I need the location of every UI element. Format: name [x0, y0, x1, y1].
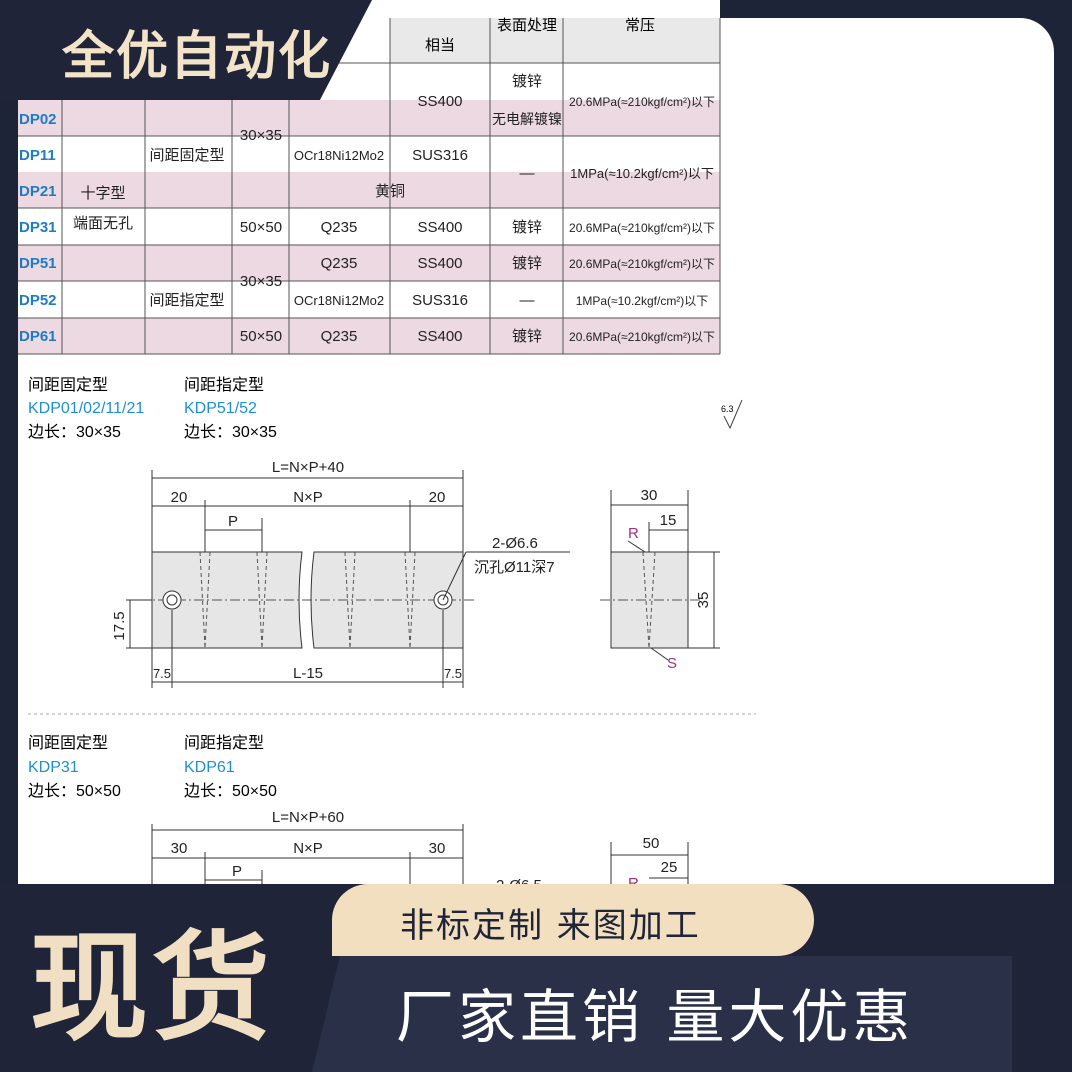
- cell-dash-a: —: [520, 165, 535, 182]
- stock-label: 现货: [30, 919, 275, 1057]
- cell-no-hole: 端面无孔: [73, 215, 133, 232]
- brand-banner: [0, 0, 372, 100]
- d1-r-mark: R: [628, 525, 639, 542]
- cell-specified-type: 间距指定型: [149, 292, 224, 309]
- d1-left: 20: [171, 489, 188, 506]
- drawing1-side-hidden: [600, 551, 700, 649]
- drawing2-dims: [151, 824, 689, 884]
- cell-size-5050-b: 50×50: [240, 328, 282, 345]
- drawing1-side-dims: [610, 490, 720, 661]
- d2-mid: N×P: [293, 840, 323, 857]
- cell-size-3035-b: 30×35: [240, 273, 282, 290]
- drawing1-holes: [162, 590, 453, 610]
- s2-left-side: 边长：50×50: [28, 782, 121, 800]
- s1-left-model: KDP01/02/11/21: [28, 400, 144, 417]
- cell-fixed-type: 间距固定型: [149, 147, 224, 164]
- d1-bottom: L-15: [293, 665, 323, 682]
- cell-material-sus-b: OCr18Ni12Mo2: [294, 293, 384, 308]
- d1-right: 20: [429, 489, 446, 506]
- d1-edge-left: 7.5: [153, 666, 171, 681]
- cell-q235-c: Q235: [321, 328, 358, 345]
- d1-edge-right: 7.5: [444, 666, 462, 681]
- s2-left-model: KDP31: [28, 759, 79, 776]
- cell-size-5050-a: 50×50: [240, 219, 282, 236]
- roughness-symbol: 6.3: [721, 399, 743, 430]
- promo-slant: [312, 956, 1012, 1072]
- cell-pressure-b: 20.6MPa(≈210kgf/cm²)以下: [569, 257, 715, 271]
- drawing1-leader: [126, 551, 570, 688]
- d1-height: 17.5: [111, 611, 128, 640]
- s1-right-type: 间距指定型: [184, 376, 264, 394]
- cell-ss400-top: SS400: [417, 93, 462, 110]
- cell-nickel: 无电解镀镍: [492, 111, 562, 127]
- table-header-bg: [390, 18, 720, 63]
- d1-side-width: 30: [641, 487, 658, 504]
- model-dp31: DP31: [19, 219, 57, 236]
- cell-pressure-top: 20.6MPa(≈210kgf/cm²)以下: [569, 95, 715, 109]
- d1-hole-spec: 2-Ø6.6: [492, 535, 538, 552]
- cell-ss400-b: SS400: [417, 255, 462, 272]
- cell-ss400-c: SS400: [417, 328, 462, 345]
- d1-s-mark: S: [667, 655, 677, 672]
- model-dp11: DP11: [19, 147, 56, 164]
- cell-pressure-a: 20.6MPa(≈210kgf/cm²)以下: [569, 221, 715, 235]
- model-dp61: DP61: [19, 328, 57, 345]
- cell-pressure-1mpa-a: 1MPa(≈10.2kgf/cm²)以下: [570, 166, 714, 181]
- d1-total: L=N×P+40: [272, 459, 344, 476]
- s2-right-model: KDP61: [184, 759, 235, 776]
- model-dp02: DP02: [19, 111, 57, 128]
- brand-name: 全优自动化: [62, 27, 333, 87]
- table-grid: [18, 18, 721, 355]
- drawing1-front: [151, 470, 464, 552]
- table-row-shading: [18, 100, 720, 354]
- cell-zinc-b: 镀锌: [512, 255, 542, 272]
- svg-text:6.3: 6.3: [721, 404, 734, 414]
- cell-q235-a: Q235: [321, 219, 358, 236]
- s1-right-model: KDP51/52: [184, 400, 257, 417]
- d2-pitch: P: [232, 863, 242, 880]
- d2-right: 30: [429, 840, 446, 857]
- header-pressure: 常压: [625, 17, 655, 34]
- model-dp21: DP21: [19, 183, 57, 200]
- cell-cross-type: 十字型: [80, 185, 125, 202]
- s1-right-side: 边长：30×35: [184, 423, 277, 441]
- s2-right-type: 间距指定型: [184, 734, 264, 752]
- cell-zinc-a: 镀锌: [512, 219, 542, 236]
- s1-left-side: 边长：30×35: [28, 423, 121, 441]
- cell-pressure-1mpa-b: 1MPa(≈10.2kgf/cm²)以下: [576, 294, 709, 308]
- cell-pressure-c: 20.6MPa(≈210kgf/cm²)以下: [569, 330, 715, 344]
- custom-label: 非标定制 来图加工: [400, 906, 701, 946]
- header-surface: 表面处理: [497, 17, 557, 34]
- cell-q235-b: Q235: [321, 255, 358, 272]
- s1-left-type: 间距固定型: [28, 376, 108, 394]
- d2-left: 30: [171, 840, 188, 857]
- cell-zinc-c: 镀锌: [512, 328, 542, 345]
- d1-side-half: 15: [660, 512, 677, 529]
- d2-total: L=N×P+60: [272, 809, 344, 826]
- cell-sus316-a: SUS316: [412, 147, 468, 164]
- cell-size-3035-a: 30×35: [240, 127, 282, 144]
- cell-zinc-top: 镀锌: [512, 73, 542, 90]
- d1-pitch: P: [228, 513, 238, 530]
- d1-side-height: 35: [695, 592, 712, 609]
- factory-label: 厂家直销 量大优惠: [396, 983, 915, 1051]
- d1-counterbore: 沉孔Ø11深7: [474, 559, 555, 576]
- cell-dash-b: —: [520, 292, 535, 309]
- cell-ss400-a: SS400: [417, 219, 462, 236]
- d2-side-half: 25: [661, 859, 678, 876]
- drawing1-hidden-lines: [140, 551, 476, 649]
- d2-r-mark: R: [628, 875, 639, 892]
- header-equivalent: 相当: [425, 37, 455, 54]
- model-dp51: DP51: [19, 255, 57, 272]
- d1-mid: N×P: [293, 489, 323, 506]
- cell-sus316-b: SUS316: [412, 292, 468, 309]
- s2-left-type: 间距固定型: [28, 734, 108, 752]
- model-dp52: DP52: [19, 292, 57, 309]
- d2-side-width: 50: [643, 835, 660, 852]
- cell-material-sus-a: OCr18Ni12Mo2: [294, 148, 384, 163]
- cell-brass: 黄铜: [375, 183, 405, 200]
- s2-right-side: 边长：50×50: [184, 782, 277, 800]
- custom-pill: [332, 884, 814, 956]
